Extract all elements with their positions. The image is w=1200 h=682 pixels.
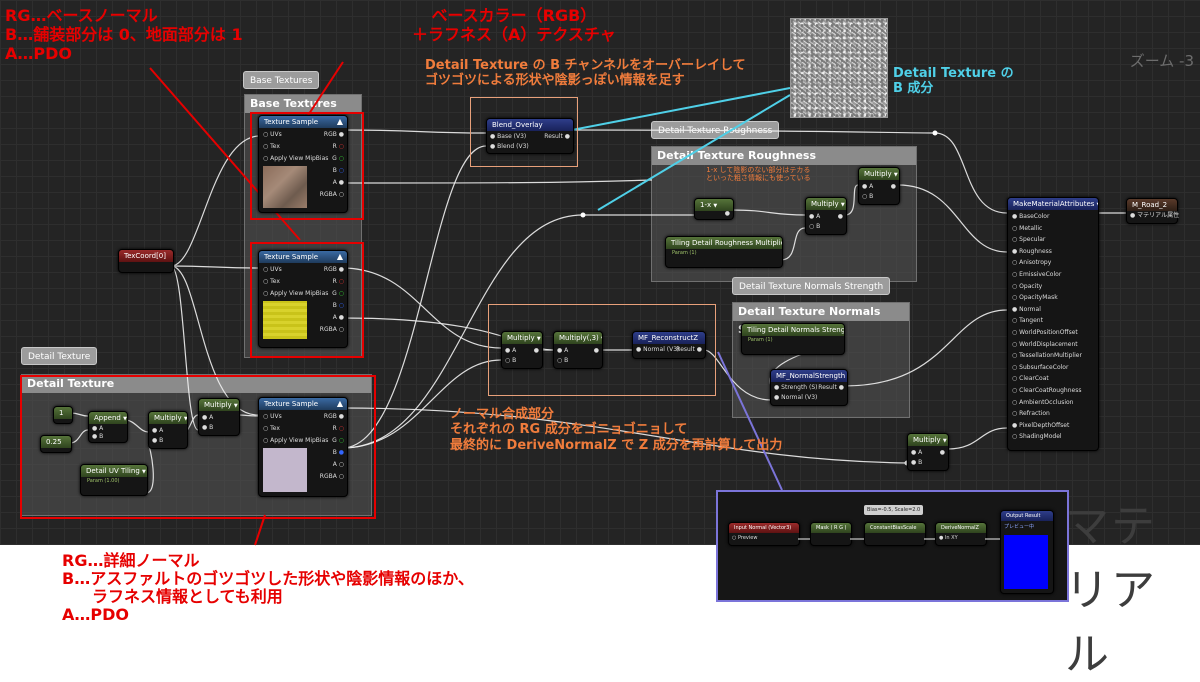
material-attribute-pin[interactable]: ○ ShadingModel xyxy=(1012,433,1062,441)
comment-header: Base Textures xyxy=(245,95,361,113)
annotation-overlay: Detail Texture の B チャンネルをオーバーレイして ゴツゴツによ… xyxy=(425,58,746,89)
multiply-node[interactable]: Multiply ▼ ● A ○ B ● xyxy=(858,167,900,205)
constant-025-node[interactable]: 0.25 xyxy=(40,435,72,453)
material-attribute-pin[interactable]: ● BaseColor xyxy=(1012,213,1050,220)
multiply-node[interactable]: Multiply ▼ ● A ● B ● xyxy=(907,433,949,471)
annotation-detail-b: Detail Texture の B 成分 xyxy=(893,66,1014,97)
material-output-node[interactable]: M_Road_2 ● マテリアル属性 xyxy=(1126,198,1179,224)
texture-sample-base-node[interactable]: Texture Sample▲ ○ UVs ○ Tex ○ Apply View… xyxy=(258,115,348,213)
material-attribute-pin[interactable]: ○ Specular xyxy=(1012,236,1046,244)
material-attribute-pin[interactable]: ○ OpacityMask xyxy=(1012,294,1058,302)
highlight-base-normal xyxy=(250,242,364,358)
zoom-level: ズーム -3 xyxy=(1129,52,1194,70)
annotation-detail-normal: RG…詳細ノーマル B…アスファルトのゴツゴツした形状や陰影情報のほか、 ラフネ… xyxy=(62,551,474,625)
collapse-arrow-icon[interactable]: ▲ xyxy=(336,252,343,261)
blend-overlay-node[interactable]: Blend_Overlay ● Base (V3) ● Blend (V3) R… xyxy=(486,118,574,154)
roughness-comment-tag[interactable]: Detail Texture Roughness xyxy=(651,121,780,139)
material-attribute-pin[interactable]: ○ EmissiveColor xyxy=(1012,271,1062,278)
multiply-node[interactable]: Multiply ▼ ● A ● B xyxy=(148,411,188,449)
normals-comment-tag[interactable]: Detail Texture Normals Strength xyxy=(732,277,891,295)
highlight-normal-composition xyxy=(488,304,716,396)
mask-rg-node[interactable]: Mask ( R G ) xyxy=(810,522,852,546)
annotation-base-normal: RG…ベースノーマル B…舗装部分は 0、地面部分は 1 A…PDO xyxy=(5,6,243,63)
material-attribute-pin[interactable]: ○ Refraction xyxy=(1012,410,1050,418)
collapse-arrow-icon[interactable]: ▲ xyxy=(336,117,343,126)
multiply-node[interactable]: Multiply ▼ ● A ○ B ● xyxy=(501,331,543,369)
material-attribute-pin[interactable]: ○ WorldPositionOffset xyxy=(1012,329,1078,336)
highlight-detail-texture xyxy=(20,375,376,519)
node-title: Texture Sample xyxy=(264,253,319,261)
one-minus-node[interactable]: 1-x ▼ ● xyxy=(694,198,734,220)
reconstruct-z-node[interactable]: MF_ReconstructZ ● Normal (V3) Result ● xyxy=(632,331,706,359)
material-attribute-pin[interactable]: ○ SubsurfaceColor xyxy=(1012,363,1069,371)
detail-texture-preview xyxy=(263,448,307,492)
highlight-blend-overlay xyxy=(470,97,578,167)
detail-texture-comment-tag[interactable]: Detail Texture xyxy=(21,347,98,365)
material-attribute-pin[interactable]: ○ AmbientOcclusion xyxy=(1012,398,1074,406)
material-attribute-pin[interactable]: ○ TessellationMultiplier xyxy=(1012,352,1082,360)
material-attribute-pin[interactable]: ○ ClearCoatRoughness xyxy=(1012,387,1082,394)
normal-strength-function-node[interactable]: MF_NormalStrength ● Strength (S) ● Norma… xyxy=(770,369,848,406)
base-texture-preview xyxy=(263,166,307,208)
material-attribute-pin[interactable]: ○ Metallic xyxy=(1012,224,1043,232)
detail-texture-b-preview xyxy=(790,18,888,118)
make-material-attributes-node[interactable]: MakeMaterialAttributes ▼ ● BaseColor○ Me… xyxy=(1007,197,1099,451)
multiply-node[interactable]: Multiply ▼ ● A ○ B ● xyxy=(805,197,847,235)
node-title: TexCoord[0] xyxy=(119,250,173,262)
node-title: MF_NormalStrength xyxy=(771,370,847,382)
input-normal-node[interactable]: Input Normal (Vector3) ○ Preview xyxy=(728,522,800,546)
texcoord-node[interactable]: TexCoord[0] xyxy=(118,249,174,273)
highlight-base-color xyxy=(250,112,364,220)
detail-uv-tiling-param[interactable]: Detail UV Tiling ▼ Param (1.00) xyxy=(80,464,148,496)
annotation-normal-composition: ノーマル合成部分 それぞれの RG 成分をゴニョゴニョして 最終的に Deriv… xyxy=(450,407,783,453)
base-textures-comment-tag[interactable]: Base Textures xyxy=(243,71,320,89)
roughness-multiplier-param[interactable]: Tiling Detail Roughness Multiplier ▼ Par… xyxy=(665,236,783,268)
output-preview-swatch xyxy=(1004,535,1048,589)
constant-bias-scale-node[interactable]: ConstantBiasScale xyxy=(864,522,926,546)
node-title: Blend_Overlay xyxy=(487,119,573,131)
normals-strength-param[interactable]: Tiling Detail Normals Strength ▼ Param (… xyxy=(741,323,845,355)
texture-sample-normal-node[interactable]: Texture Sample▲ ○ UVs ○ Tex ○ Apply View… xyxy=(258,250,348,348)
annotation-base-color: ベースカラー（RGB） ＋ラフネス（A）テクスチャ xyxy=(412,6,616,44)
node-title: Texture Sample xyxy=(264,118,319,126)
material-attribute-pin[interactable]: ● PixelDepthOffset xyxy=(1012,421,1070,429)
material-attribute-pin[interactable]: ○ WorldDisplacement xyxy=(1012,340,1078,348)
normal-texture-preview xyxy=(263,301,307,339)
node-title: MF_ReconstructZ xyxy=(633,332,705,344)
collapse-arrow-icon[interactable]: ▲ xyxy=(336,399,343,408)
node-title: Texture Sample xyxy=(264,400,319,408)
bias-scale-tag: Bias=-0.5, Scale=2.0 xyxy=(864,505,924,515)
material-attribute-pin[interactable]: ● Normal xyxy=(1012,305,1041,313)
multiply-3-node[interactable]: Multiply(,3) ▼ ● A ○ B ● xyxy=(553,331,603,369)
multiply-node[interactable]: Multiply ▼ ● A ● B xyxy=(198,398,240,436)
material-attribute-pin[interactable]: ○ Anisotropy xyxy=(1012,259,1052,267)
material-watermark: マテリアル xyxy=(1065,501,1157,680)
comment-header: Detail Texture Normals Strength xyxy=(733,303,909,336)
material-attribute-pin[interactable]: ○ ClearCoat xyxy=(1012,375,1049,383)
constant-one-node[interactable]: 1 xyxy=(53,406,73,424)
normal-blend-inset: Bias=-0.5, Scale=2.0 Input Normal (Vecto… xyxy=(716,490,1069,602)
roughness-note: 1-x して陰影のない部分はテカる といった粗さ情報にも使っている xyxy=(706,166,811,183)
material-attribute-pin[interactable]: ● Roughness xyxy=(1012,247,1052,255)
comment-header: Detail Texture Roughness xyxy=(652,147,916,165)
append-node[interactable]: Append ▼ ● A ● B xyxy=(88,411,128,443)
inset-wires xyxy=(798,538,1000,540)
texture-sample-detail-node[interactable]: Texture Sample▲ ○ UVs ○ Tex ○ Apply View… xyxy=(258,397,348,497)
derive-normal-z-node[interactable]: DeriveNormalZ ● In XY xyxy=(935,522,987,546)
output-result-node[interactable]: Output Result プレビュー中 xyxy=(1000,510,1054,594)
material-attribute-pin[interactable]: ○ Tangent xyxy=(1012,317,1043,325)
material-attribute-pin[interactable]: ○ Opacity xyxy=(1012,282,1043,290)
